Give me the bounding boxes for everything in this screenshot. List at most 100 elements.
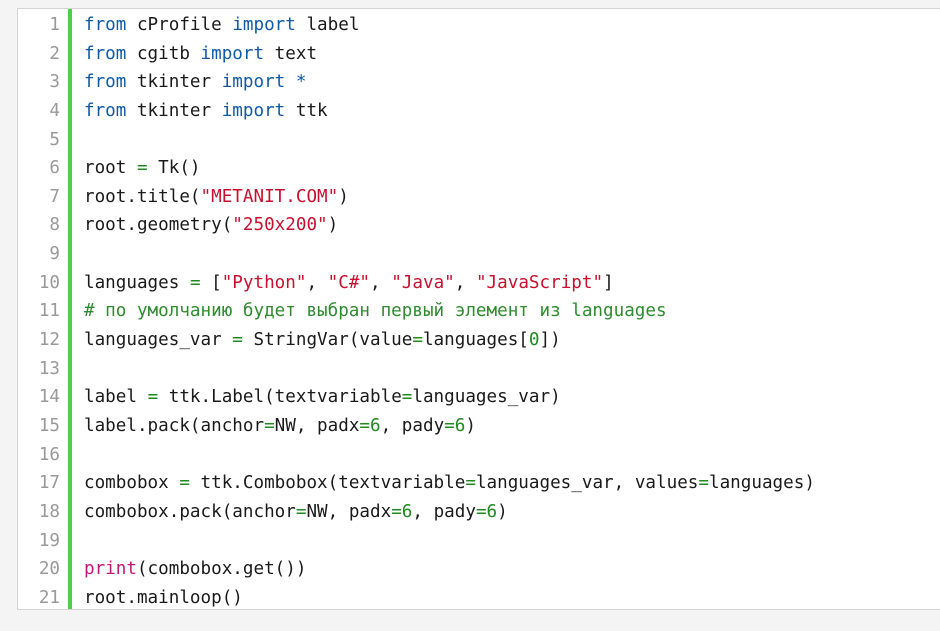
line-number: 10 — [38, 272, 60, 293]
code-token: = — [179, 473, 190, 494]
code-token: ) — [497, 501, 508, 522]
code-token: 6 — [454, 415, 466, 436]
code-token: languages_var, values — [475, 473, 699, 494]
code-token: root — [84, 158, 137, 179]
code-token: "METANIT.COM" — [200, 186, 339, 207]
code-token: languages[ — [422, 330, 529, 351]
line-number: 14 — [38, 387, 60, 408]
code-token: = — [136, 158, 148, 179]
code-token: "JavaScript" — [475, 272, 604, 293]
code-token: 0 — [528, 330, 540, 351]
code-line: 5 — [18, 126, 940, 155]
code-token: = — [698, 473, 709, 494]
code-token: = — [401, 387, 413, 408]
code-token: 6 — [401, 501, 413, 522]
code-token: import — [200, 43, 265, 64]
code-token: Tk() — [147, 158, 201, 179]
code-token: , pady — [412, 501, 476, 522]
code-token: ) — [338, 186, 349, 207]
code-line: 19 — [18, 527, 940, 556]
code-token: languages — [84, 272, 190, 293]
code-token: combobox — [84, 473, 180, 494]
code-token: import — [221, 72, 286, 93]
code-token: StringVar(value — [242, 330, 413, 351]
code-token: tkinter — [126, 72, 222, 93]
code-line: 9 — [18, 240, 940, 269]
code-token: text — [264, 43, 318, 64]
code-text: languages_var = StringVar(value=language… — [84, 326, 561, 355]
code-token: = — [295, 501, 307, 522]
code-token: ] — [603, 272, 614, 293]
code-token: = — [232, 330, 243, 351]
code-text: print(combobox.get()) — [84, 555, 306, 584]
code-token: from — [84, 72, 127, 93]
code-token: = — [359, 415, 371, 436]
code-text: combobox.pack(anchor=NW, padx=6, pady=6) — [84, 498, 508, 527]
code-token: = — [475, 501, 487, 522]
code-token: = — [264, 415, 275, 436]
code-token: from — [84, 100, 127, 121]
code-token: root.geometry( — [84, 215, 233, 236]
line-number: 15 — [38, 415, 60, 436]
code-line: 11# по умолчанию будет выбран первый эле… — [18, 297, 940, 326]
line-number: 7 — [49, 186, 60, 207]
code-token: (combobox.get()) — [136, 559, 307, 580]
code-token: cgitb — [126, 43, 201, 64]
code-token: [ — [200, 272, 222, 293]
code-token: from — [84, 43, 127, 64]
line-number: 6 — [49, 158, 60, 179]
line-number: 5 — [49, 129, 60, 150]
code-token: root.mainloop() — [84, 587, 243, 608]
code-token: , — [454, 272, 476, 293]
code-token: from — [84, 15, 127, 35]
code-text: root = Tk() — [84, 154, 201, 183]
code-token: = — [465, 473, 476, 494]
code-token: NW, padx — [274, 415, 360, 436]
code-token: tkinter — [126, 100, 222, 121]
code-token: , pady — [380, 415, 445, 436]
code-line: 13 — [18, 355, 940, 384]
line-number: 12 — [38, 330, 60, 351]
code-token: languages_var — [84, 330, 233, 351]
code-token: ) — [327, 215, 339, 236]
code-token: "Python" — [221, 272, 307, 293]
code-token: "Java" — [391, 272, 455, 293]
code-text: root.geometry("250x200") — [84, 211, 338, 240]
line-number: 17 — [38, 473, 60, 494]
code-token: languages_var) — [412, 387, 561, 408]
code-token: label.pack(anchor — [84, 415, 265, 436]
line-number: 11 — [38, 301, 60, 322]
code-token: = — [412, 330, 423, 351]
code-token: ttk — [285, 100, 328, 121]
code-token: import — [221, 100, 286, 121]
line-number: 13 — [38, 358, 60, 379]
code-token: cProfile — [126, 15, 233, 35]
code-token: NW, padx — [306, 501, 392, 522]
line-number: 21 — [38, 587, 60, 608]
code-token: = — [189, 272, 201, 293]
line-number: 1 — [49, 15, 60, 35]
code-token: = — [391, 501, 402, 522]
code-token: * — [295, 72, 307, 93]
line-number: 16 — [38, 444, 60, 465]
code-token: ) — [465, 415, 476, 436]
line-number: 20 — [38, 559, 60, 580]
code-token: = — [147, 387, 159, 408]
line-number-gutter — [18, 9, 72, 609]
code-token: ttk.Combobox(textvariable — [189, 473, 466, 494]
code-token: 6 — [486, 501, 498, 522]
code-text: label.pack(anchor=NW, padx=6, pady=6) — [84, 412, 476, 441]
code-text: from tkinter import ttk — [84, 97, 328, 126]
code-token: "C#" — [327, 272, 371, 293]
